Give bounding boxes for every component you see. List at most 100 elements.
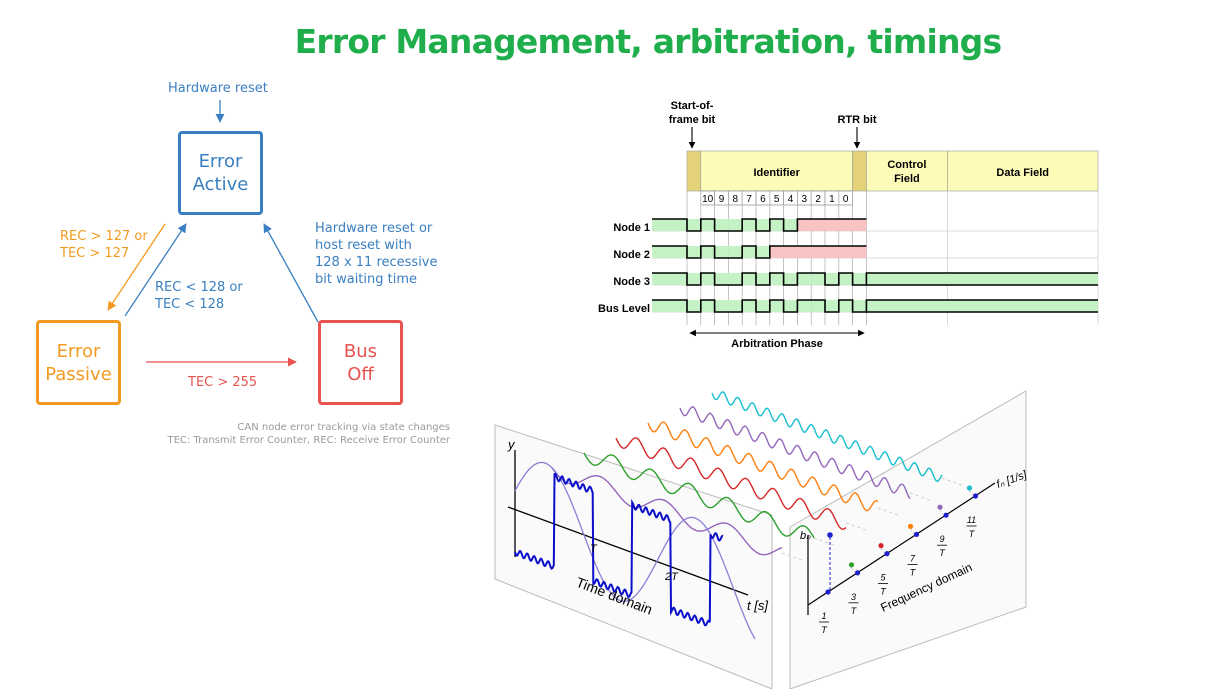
row-label: Bus Level [598, 303, 650, 315]
row-fill [797, 300, 812, 312]
row-fill [811, 273, 825, 285]
bit-number: 1 [829, 194, 835, 205]
amplitude-point [878, 543, 884, 549]
t-tick-2T: 2T [664, 571, 679, 583]
freq-tick-den: T [851, 606, 858, 616]
sof-label-1: Start-of- [671, 100, 714, 112]
bit-number: 2 [815, 194, 821, 205]
row-lost [769, 246, 867, 258]
bit-number: 9 [719, 194, 725, 205]
row-fill [700, 300, 715, 312]
row-fill [838, 273, 853, 285]
row-fill [714, 300, 729, 312]
row-fill [714, 273, 729, 285]
freq-point [825, 589, 831, 595]
row-fill [769, 300, 784, 312]
row-fill [756, 246, 770, 258]
row-fill [783, 273, 798, 285]
row-fill [687, 219, 701, 231]
row-fill [811, 300, 825, 312]
row-fill [769, 219, 784, 231]
b-axis-label: bₙ [800, 530, 811, 542]
amplitude-point-fundamental [827, 532, 833, 538]
row-label: Node 3 [613, 276, 650, 288]
to-passive-arrow [107, 223, 166, 311]
f-axis [807, 482, 996, 606]
identifier-field [700, 150, 853, 192]
freq-point [884, 551, 890, 557]
t-axis [507, 506, 749, 596]
row-fill [728, 246, 743, 258]
row-fill [728, 219, 743, 231]
row-fill [652, 219, 687, 231]
row-fill [742, 246, 756, 258]
sof-label-2: frame bit [669, 114, 716, 126]
row-fill [742, 300, 756, 312]
bit-number: 3 [802, 194, 808, 205]
amplitude-drop [969, 490, 974, 497]
row-fill [866, 300, 1098, 312]
t-tick-T: T [590, 543, 598, 555]
hardware-reset-label: Hardware reset [168, 81, 268, 96]
row-label: Node 2 [613, 249, 650, 261]
freq-point [913, 531, 920, 537]
y-axis-label: y [507, 437, 516, 452]
busoff-reset-arrow [263, 223, 319, 323]
row-fill [687, 300, 701, 312]
row-waveform [652, 272, 1098, 286]
state-arrows [107, 100, 319, 367]
row-fill [714, 246, 729, 258]
bit-number: 6 [760, 194, 766, 205]
fundamental-wave [514, 461, 756, 640]
freq-tick-den: T [880, 587, 887, 597]
row-label: Node 1 [613, 222, 650, 234]
row-fill [728, 300, 743, 312]
amplitude-drop [880, 548, 886, 554]
row-fill [756, 219, 770, 231]
freq-point [972, 493, 979, 499]
row-fill [742, 273, 756, 285]
control-field [866, 150, 948, 192]
harmonic-wave [647, 421, 879, 512]
row-fill [742, 219, 756, 231]
freq-tick-num: 11 [967, 515, 976, 525]
row-fill [652, 300, 687, 312]
row-fill [728, 273, 743, 285]
harmonic-wave [711, 391, 943, 483]
freq-tick-den: T [939, 548, 946, 558]
bit-number: 0 [843, 194, 849, 205]
row-waveform [652, 299, 1098, 313]
row-fill [769, 273, 784, 285]
bit-number: 10 [702, 194, 714, 205]
row-fill [825, 300, 839, 312]
bit-number: 7 [746, 194, 752, 205]
rtr-field [852, 150, 867, 192]
time-panel [494, 424, 773, 689]
row-fill [756, 273, 770, 285]
row-fill [700, 273, 715, 285]
amplitude-point [848, 562, 855, 568]
row-fill [687, 273, 701, 285]
freq-tick-den: T [969, 529, 976, 539]
page-title: Error Management, arbitration, timings [294, 22, 1002, 61]
row-fill [852, 273, 867, 285]
data-field [947, 150, 1099, 192]
row-fill [652, 246, 687, 258]
row-fill [783, 219, 798, 231]
control-label-2: Field [894, 173, 920, 185]
t-axis-label: t [s] [747, 598, 768, 613]
amplitude-drop [939, 509, 945, 516]
phase-label: Arbitration Phase [731, 338, 823, 350]
amplitude-drop [910, 529, 915, 535]
freq-tick-num: 7 [910, 553, 916, 563]
harmonic-wave [583, 452, 815, 539]
freq-point [854, 570, 861, 576]
freq-tick-num: 9 [939, 534, 944, 544]
amplitude-point [907, 523, 914, 529]
row-fill [783, 300, 798, 312]
row-fill [866, 273, 1098, 285]
